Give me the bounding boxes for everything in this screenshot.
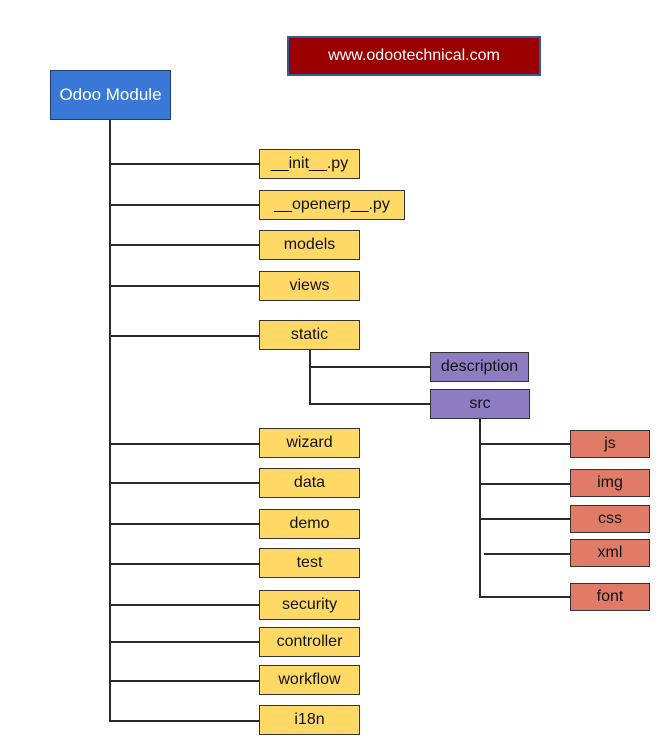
- node-i18n-label: i18n: [294, 711, 325, 728]
- node-init-py: __init__.py: [259, 149, 360, 179]
- branch-line-test: [109, 563, 259, 565]
- node-views-label: views: [289, 277, 330, 294]
- node-openerp-py: __openerp__.py: [259, 190, 405, 220]
- node-wizard-label: wizard: [286, 434, 333, 451]
- branch-line-font: [479, 596, 570, 598]
- node-wizard: wizard: [259, 428, 360, 458]
- node-controller: controller: [259, 627, 360, 657]
- branch-line-security: [109, 604, 259, 606]
- branch-line-views: [109, 285, 259, 287]
- node-static: static: [259, 320, 360, 350]
- node-font-label: font: [596, 588, 624, 605]
- node-font: font: [570, 583, 650, 611]
- node-openerp-py-label: __openerp__.py: [274, 196, 390, 213]
- branch-line-data: [109, 482, 259, 484]
- website-banner: www.odootechnical.com: [287, 36, 541, 76]
- node-css: css: [570, 505, 650, 533]
- static-trunk-line: [309, 350, 311, 404]
- node-css-label: css: [598, 510, 622, 527]
- node-init-py-label: __init__.py: [270, 155, 349, 172]
- node-img: img: [570, 469, 650, 497]
- node-models: models: [259, 230, 360, 260]
- node-test-label: test: [296, 554, 323, 571]
- node-demo-label: demo: [289, 515, 330, 532]
- node-xml-label: xml: [597, 544, 623, 561]
- branch-line-static: [109, 335, 259, 337]
- branch-line-init: [109, 163, 259, 165]
- branch-line-demo: [109, 523, 259, 525]
- node-workflow: workflow: [259, 665, 360, 695]
- branch-line-openerp: [109, 204, 259, 206]
- branch-line-description: [309, 366, 430, 368]
- branch-line-js: [479, 443, 570, 445]
- branch-line-wizard: [109, 443, 259, 445]
- root-label: Odoo Module: [59, 85, 162, 104]
- node-src-label: src: [469, 395, 491, 412]
- node-i18n: i18n: [259, 705, 360, 735]
- node-xml: xml: [570, 539, 650, 567]
- node-data: data: [259, 468, 360, 498]
- branch-line-i18n: [109, 720, 259, 722]
- branch-line-controller: [109, 641, 259, 643]
- root-node-odoo-module: Odoo Module: [50, 70, 171, 120]
- node-controller-label: controller: [276, 633, 343, 650]
- node-description-label: description: [440, 358, 519, 375]
- node-test: test: [259, 548, 360, 578]
- branch-line-xml: [484, 553, 570, 555]
- node-img-label: img: [597, 474, 623, 491]
- main-trunk-line: [109, 120, 111, 721]
- branch-line-img: [479, 483, 570, 485]
- src-trunk-line: [479, 419, 481, 598]
- branch-line-css: [479, 518, 570, 520]
- branch-line-models: [109, 244, 259, 246]
- branch-line-workflow: [109, 680, 259, 682]
- node-js: js: [570, 430, 650, 458]
- node-description: description: [430, 352, 529, 382]
- node-security: security: [259, 590, 360, 620]
- branch-line-src: [309, 403, 430, 405]
- node-models-label: models: [283, 236, 336, 253]
- node-demo: demo: [259, 509, 360, 539]
- node-js-label: js: [604, 435, 616, 452]
- node-static-label: static: [290, 326, 329, 343]
- banner-text: www.odootechnical.com: [328, 47, 500, 64]
- node-security-label: security: [281, 596, 338, 613]
- node-views: views: [259, 271, 360, 301]
- node-workflow-label: workflow: [278, 671, 341, 688]
- node-data-label: data: [293, 474, 326, 491]
- node-src: src: [430, 389, 530, 419]
